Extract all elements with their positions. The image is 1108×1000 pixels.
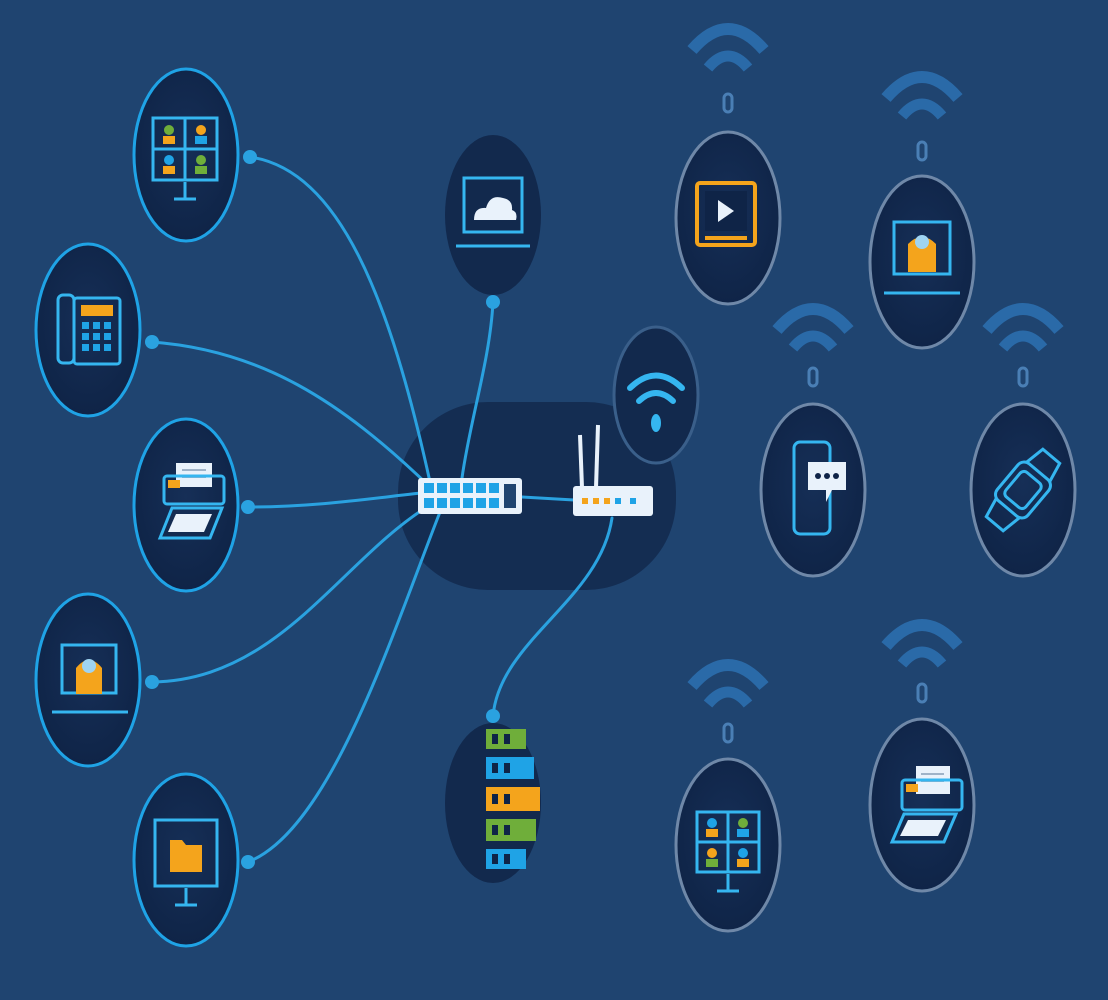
wifi-signal-icon — [881, 71, 963, 162]
cable-file-server — [246, 510, 442, 864]
node-ip-desk-phone[interactable] — [34, 242, 142, 418]
router-icon — [573, 424, 653, 516]
watch-icon — [984, 447, 1062, 533]
node-wireless-printer[interactable] — [868, 717, 976, 893]
wifi-signal-icon — [982, 303, 1064, 388]
play-screen-icon — [695, 181, 757, 247]
node-wireless-laptop[interactable] — [868, 174, 976, 350]
node-smartphone[interactable] — [759, 402, 867, 578]
cable-dot — [241, 855, 255, 869]
network-switch[interactable] — [418, 478, 522, 514]
printer-icon — [157, 463, 226, 540]
cable-endpoints — [145, 150, 500, 869]
wireless-signals — [687, 23, 1064, 744]
desk-phone-icon — [56, 293, 122, 366]
node-cloud-laptop[interactable] — [445, 135, 541, 295]
cloud-laptop-icon — [456, 176, 530, 248]
cable-server-rack — [491, 516, 614, 718]
cable-group — [150, 155, 614, 864]
cable-dot — [243, 150, 257, 164]
cable-dot — [486, 709, 500, 723]
printer-icon — [889, 766, 964, 844]
cable-switch-router — [520, 495, 576, 502]
cable-cloud-laptop — [460, 300, 495, 480]
video-grid-monitor-icon — [151, 116, 219, 201]
cable-desk-phone — [150, 340, 432, 489]
cable-laptop — [150, 503, 432, 684]
node-wireless-video-display[interactable] — [674, 757, 782, 933]
cable-dot — [241, 500, 255, 514]
laptop-user-icon — [52, 643, 128, 714]
node-server-rack[interactable] — [445, 723, 541, 883]
laptop-user-icon — [884, 220, 960, 295]
node-video-conference-display[interactable] — [132, 67, 240, 243]
cable-printer — [246, 490, 432, 509]
wifi-signal-icon — [687, 23, 769, 114]
switch-icon — [418, 478, 522, 514]
folder-monitor-icon — [153, 818, 219, 907]
node-network-printer[interactable] — [132, 417, 240, 593]
wifi-signal-icon — [772, 303, 854, 388]
video-grid-monitor-icon — [695, 810, 761, 893]
wifi-router[interactable] — [573, 424, 653, 516]
cable-dot — [145, 675, 159, 689]
phone-chat-icon — [792, 440, 846, 536]
wifi-signal-icon — [687, 659, 769, 744]
node-file-server-monitor[interactable] — [132, 772, 240, 948]
server-rack-icon — [486, 729, 540, 869]
node-media-player-tv[interactable] — [674, 130, 782, 306]
wifi-icon — [627, 372, 685, 432]
node-smartwatch[interactable] — [969, 402, 1077, 578]
node-laptop-with-user[interactable] — [34, 592, 142, 768]
cable-dot — [145, 335, 159, 349]
cable-dot — [486, 295, 500, 309]
wifi-access-point[interactable] — [612, 325, 700, 465]
wifi-signal-icon — [881, 619, 963, 704]
cable-video-conference — [248, 155, 432, 484]
